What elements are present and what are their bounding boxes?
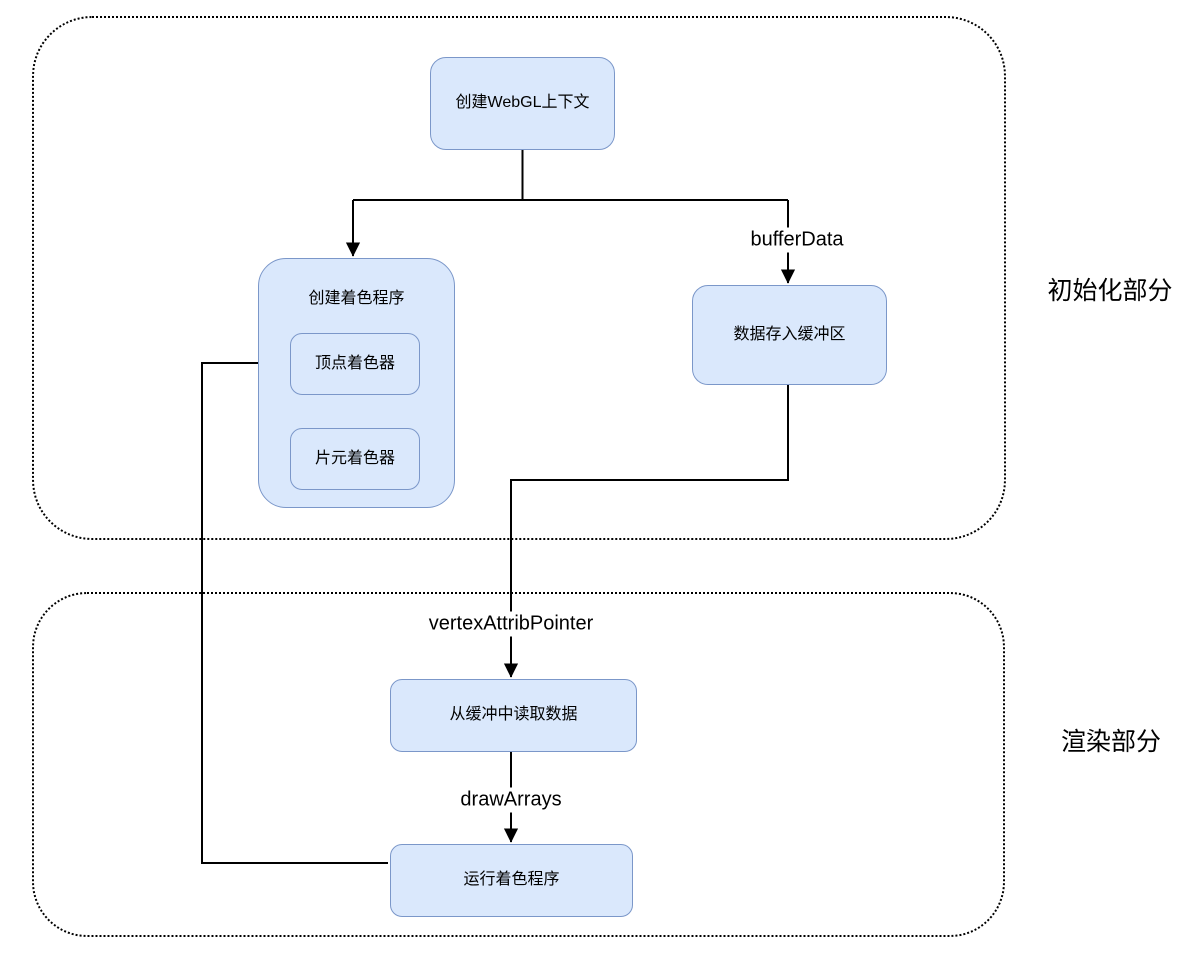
node-fragment-shader: 片元着色器 bbox=[290, 428, 420, 490]
node-run-shader-program-label: 运行着色程序 bbox=[463, 871, 560, 889]
section-label-rendering: 渲染部分 bbox=[1060, 728, 1162, 756]
node-read-data-from-buffer: 从缓冲中读取数据 bbox=[390, 679, 637, 752]
node-vertex-shader: 顶点着色器 bbox=[290, 333, 420, 395]
edge-label-bufferdata: bufferData bbox=[746, 227, 848, 253]
node-fragment-shader-label: 片元着色器 bbox=[314, 449, 395, 467]
node-store-data-in-buffer: 数据存入缓冲区 bbox=[692, 285, 887, 385]
edge-label-drawarrays: drawArrays bbox=[456, 787, 566, 813]
node-store-data-in-buffer-label: 数据存入缓冲区 bbox=[733, 325, 846, 343]
node-read-data-from-buffer-label: 从缓冲中读取数据 bbox=[449, 706, 578, 724]
node-run-shader-program: 运行着色程序 bbox=[390, 844, 633, 917]
node-create-webgl-context-label: 创建WebGL上下文 bbox=[455, 94, 590, 112]
edge-label-vertexattribpointer: vertexAttribPointer bbox=[424, 611, 598, 637]
node-create-shader-program-label: 创建着色程序 bbox=[308, 290, 405, 307]
node-vertex-shader-label: 顶点着色器 bbox=[314, 354, 395, 372]
section-label-initialization: 初始化部分 bbox=[1047, 277, 1173, 305]
node-create-webgl-context: 创建WebGL上下文 bbox=[430, 57, 615, 150]
